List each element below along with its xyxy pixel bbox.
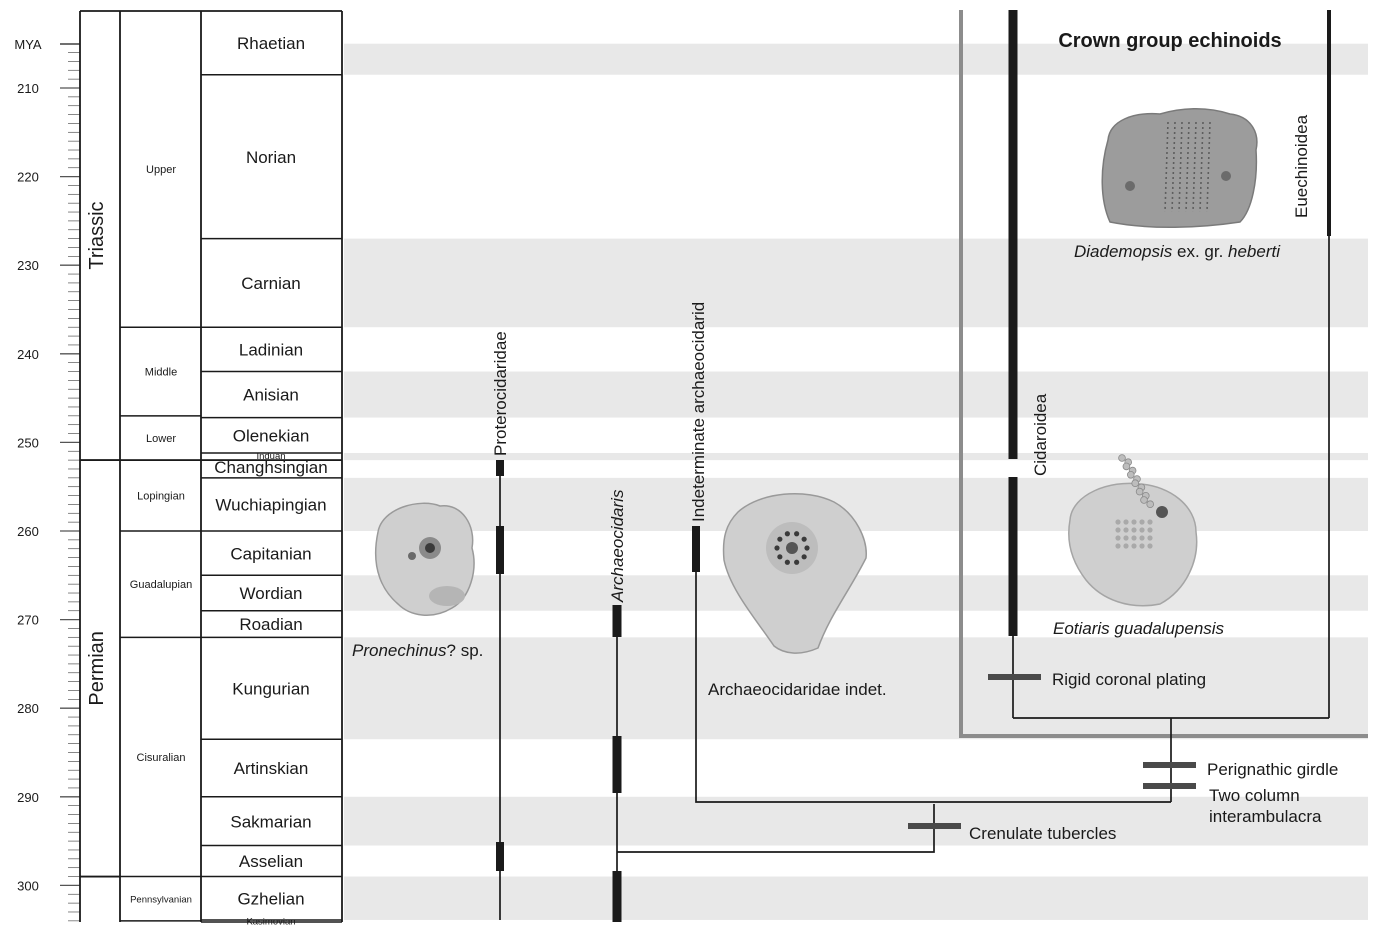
character-markers: Crenulate tubercles Perignathic girdleTwo…	[908, 670, 1338, 843]
stage-label: Norian	[246, 148, 296, 167]
axis-tick-label: 250	[17, 435, 39, 450]
diademopsis-caption: Diademopsis ex. gr. heberti	[1074, 242, 1281, 261]
period-label: Triassic	[86, 201, 108, 269]
axis-tick-label: 260	[17, 524, 39, 539]
epoch-label: Lopingian	[137, 491, 185, 503]
archaeocidaridae-fossil-image	[722, 493, 867, 654]
range-bar	[496, 460, 504, 476]
stage-label: Wordian	[240, 584, 303, 603]
crown-group-box: Crown group echinoids	[959, 10, 1368, 738]
stage-band	[344, 371, 1368, 418]
axis-unit-label: MYA	[14, 37, 42, 52]
range-bar	[612, 605, 622, 637]
axis-tick-label: 280	[17, 701, 39, 716]
diademopsis-fossil-image	[1101, 107, 1258, 228]
pronechinus-caption: Pronechinus? sp.	[352, 641, 483, 660]
stage-label: Roadian	[239, 615, 302, 634]
crown-group-title: Crown group echinoids	[1058, 30, 1281, 52]
stage-band	[344, 575, 1368, 611]
stage-band	[344, 637, 1368, 740]
epoch-label: Middle	[145, 367, 177, 379]
axis-tick-label: 210	[17, 81, 39, 96]
stage-label: Kungurian	[232, 679, 310, 698]
stage-label: Artinskian	[234, 759, 309, 778]
epoch-label: Guadalupian	[130, 579, 192, 591]
axis-tick-label: 290	[17, 790, 39, 805]
character-label: Perignathic girdle	[1207, 760, 1338, 779]
stage-label: Wuchiapingian	[215, 496, 326, 515]
character-label: Rigid coronal plating	[1052, 670, 1206, 689]
taxon-label: Archaeocidaris	[608, 489, 627, 603]
range-bar	[612, 736, 622, 793]
pronechinus-fossil-image	[374, 502, 475, 616]
stage-label: Rhaetian	[237, 34, 305, 53]
stage-label: Olenekian	[233, 426, 310, 445]
stage-label: Kasimovian	[246, 916, 295, 927]
stage-label: Capitanian	[230, 544, 311, 563]
stage-label: Ladinian	[239, 340, 303, 359]
tree-branch	[617, 804, 935, 853]
character-label: interambulacra	[1209, 807, 1322, 826]
stage-band	[344, 796, 1368, 846]
taxon-label: Euechinoidea	[1292, 114, 1311, 218]
epoch-label: Lower	[146, 433, 176, 445]
stage-label: Induan	[256, 451, 285, 462]
fossil-specimens	[374, 107, 1258, 654]
range-bar	[496, 842, 504, 871]
tree-branch	[695, 572, 1171, 803]
axis-tick-label: 230	[17, 258, 39, 273]
stage-band	[344, 238, 1368, 328]
epoch-label: Upper	[146, 164, 176, 176]
range-bar	[1008, 10, 1018, 459]
taxon-label: Proterocidaridae	[491, 331, 510, 456]
epoch-label: Pennsylvanian	[130, 895, 192, 906]
stage-band	[344, 43, 1368, 75]
eotiaris-caption: Eotiaris guadalupensis	[1053, 619, 1225, 638]
period-label: Permian	[86, 631, 108, 705]
range-bar	[692, 526, 700, 572]
range-bar	[1327, 10, 1331, 236]
archaeocidaridae-caption: Archaeocidaridae indet.	[708, 680, 887, 699]
crown-group-bracket	[959, 10, 1368, 738]
taxon-label: Indeterminate archaeocidarid	[689, 302, 708, 522]
time-axis: MYA 210 220 230 240 250 260 270 280 290 300	[14, 37, 80, 922]
stage-label: Asselian	[239, 852, 303, 871]
stratigraphic-ranges	[496, 10, 1331, 922]
stage-band	[344, 876, 1368, 920]
stage-label: Gzhelian	[237, 889, 304, 908]
taxon-label: Cidaroidea	[1031, 393, 1050, 476]
stage-label: Carnian	[241, 274, 301, 293]
axis-tick-label: 240	[17, 347, 39, 362]
range-bar	[496, 526, 504, 574]
axis-tick-label: 270	[17, 613, 39, 628]
range-bar	[612, 871, 622, 922]
stage-label: Anisian	[243, 386, 299, 405]
stage-label: Sakmarian	[230, 812, 311, 831]
character-label: Two column	[1209, 786, 1300, 805]
stage-band	[344, 453, 1368, 461]
stage-label: Changhsingian	[214, 458, 327, 477]
range-bar	[1008, 477, 1018, 636]
epoch-label: Cisuralian	[137, 752, 186, 764]
character-label: Crenulate tubercles	[969, 824, 1116, 843]
axis-tick-label: 220	[17, 170, 39, 185]
eotiaris-fossil-image	[1068, 454, 1198, 607]
axis-tick-label: 300	[17, 878, 39, 893]
